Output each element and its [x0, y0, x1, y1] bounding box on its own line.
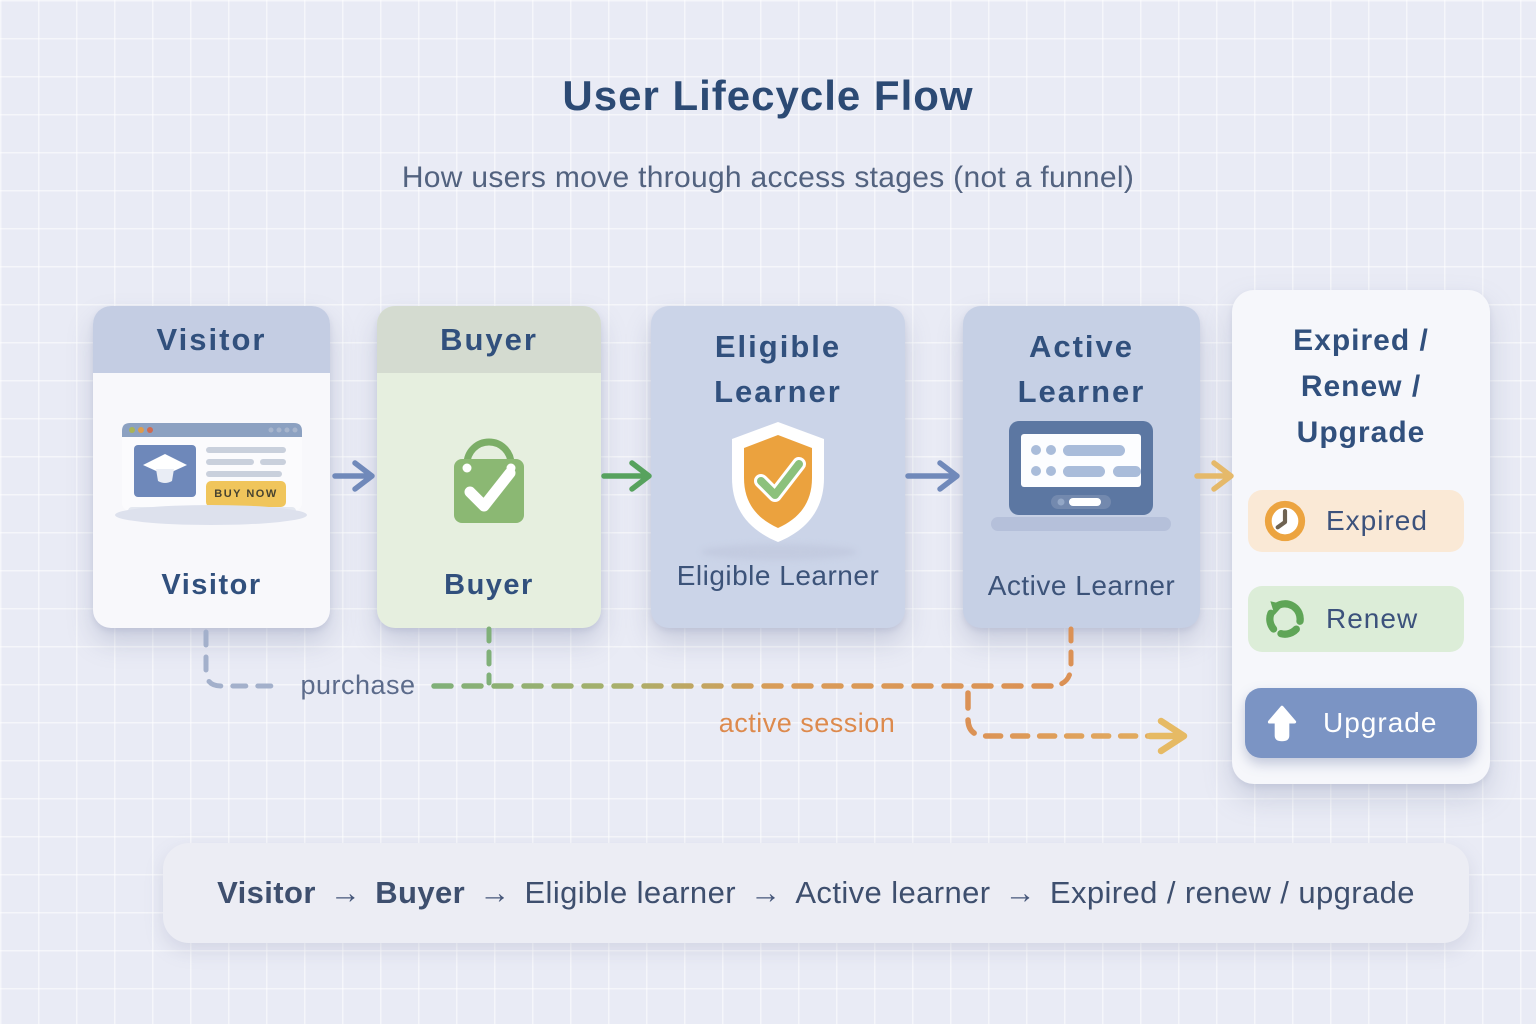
browser-shadow	[115, 505, 307, 525]
summary-item-active-learner: Active learner	[795, 875, 991, 910]
eligible-card-label: Eligible Learner	[676, 560, 880, 591]
arrow-active-to-outcomes-icon	[1194, 460, 1234, 492]
summary-item-eligible-learner: Eligible learner	[524, 875, 736, 910]
expired-pill[interactable]: Expired	[1248, 490, 1464, 552]
summary-item-buyer: Buyer	[375, 875, 466, 910]
outcome-panel: Expired / Renew / Upgrade Expired Renew …	[1232, 290, 1490, 784]
summary-item-expired-renew-upgrade: Expired / renew / upgrade	[1049, 875, 1415, 910]
active-card-header: Active Learner	[963, 306, 1200, 414]
upgrade-pill-label: Upgrade	[1323, 707, 1438, 738]
renew-pill[interactable]: Renew	[1248, 586, 1464, 652]
arrow-visitor-to-buyer-icon	[332, 460, 375, 492]
visitor-card-header: Visitor	[93, 306, 330, 373]
upgrade-arrowhead-icon	[1146, 717, 1188, 755]
renew-pill-label: Renew	[1326, 603, 1419, 634]
visitor-card-title: Visitor	[156, 322, 267, 357]
laptop-screen-icon	[991, 421, 1171, 531]
purchase-connector-visitor	[203, 629, 285, 689]
graduation-cap-icon	[143, 454, 187, 475]
expired-pill-label: Expired	[1326, 505, 1428, 536]
purchase-edge-label: purchase	[300, 670, 416, 700]
renew-cycle-icon	[1266, 600, 1304, 638]
buy-now-button[interactable]: BUY NOW	[206, 481, 286, 507]
summary-arrow-icon: →	[749, 875, 782, 910]
summary-item-visitor: Visitor	[217, 875, 316, 910]
arrow-buyer-to-eligible-icon	[601, 460, 652, 492]
outcome-panel-title: Expired / Renew / Upgrade	[1293, 324, 1429, 449]
eligible-card-title: Eligible Learner	[714, 329, 842, 409]
summary-bar: Visitor → Buyer → Eligible learner → Act…	[163, 843, 1469, 943]
page-title: User Lifecycle Flow	[562, 72, 974, 119]
stage-card-visitor: Visitor BUY NOW	[93, 306, 330, 628]
arrow-eligible-to-active-icon	[905, 460, 960, 492]
stage-card-active-learner: Active Learner Active Learner	[963, 306, 1200, 628]
summary-arrow-icon: →	[1004, 875, 1036, 910]
upgrade-pill[interactable]: Upgrade	[1245, 688, 1477, 758]
shopping-bag-check-icon	[454, 438, 524, 523]
shield-check-icon	[732, 422, 824, 542]
upgrade-arrow-icon	[1267, 705, 1297, 742]
clock-icon	[1264, 500, 1306, 542]
summary-arrow-icon: →	[479, 875, 511, 910]
buyer-card-label: Buyer	[444, 569, 534, 601]
visitor-card-label: Visitor	[161, 569, 262, 601]
buyer-card-title: Buyer	[440, 322, 538, 357]
active-session-edge-label: active session	[718, 708, 896, 738]
page-subtitle: How users move through access stages (no…	[401, 161, 1135, 194]
active-session-connector	[1049, 626, 1074, 689]
eligible-card-header: Eligible Learner	[651, 306, 905, 414]
stage-card-eligible-learner: Eligible Learner Eligible Learner	[651, 306, 905, 628]
upgrade-connector	[965, 690, 1153, 739]
shield-shadow	[701, 544, 857, 560]
summary-arrow-icon: →	[329, 875, 362, 910]
active-card-label: Active Learner	[987, 570, 1176, 601]
summary-flow-text: Visitor → Buyer → Eligible learner → Act…	[217, 875, 1415, 911]
stage-card-buyer: Buyer Buyer	[377, 306, 601, 628]
buyer-card-header: Buyer	[377, 306, 601, 373]
active-card-title: Active Learner	[1017, 329, 1146, 409]
